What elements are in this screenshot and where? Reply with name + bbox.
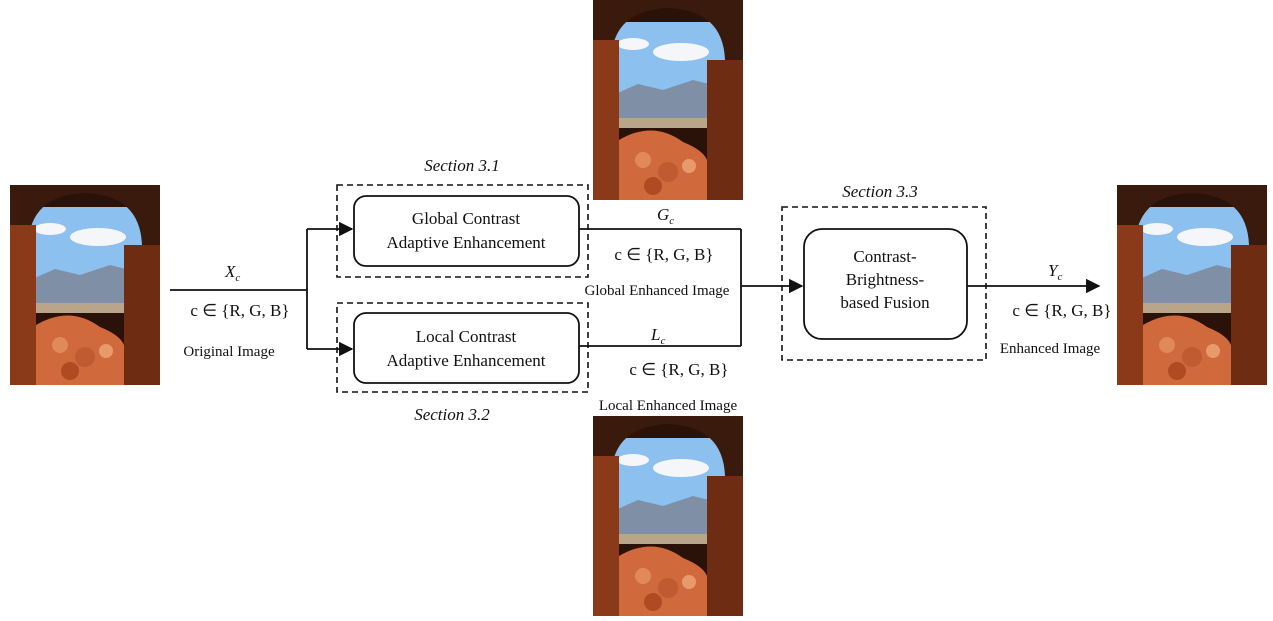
global-image-caption: Global Enhanced Image xyxy=(585,283,730,299)
global-signal-label: Gc xyxy=(657,205,674,227)
local-block-line-1: Local Contrast xyxy=(416,327,517,346)
global-enhanced-image-photo xyxy=(593,0,743,200)
section-3-1-label: Section 3.1 xyxy=(424,156,500,175)
fusion-block-line-1: Contrast- xyxy=(853,247,917,266)
original-image-caption: Original Image xyxy=(183,344,275,360)
global-block-line-1: Global Contrast xyxy=(412,209,520,228)
local-channel-set: c ∈ {R, G, B} xyxy=(629,360,728,379)
section-3-3-label: Section 3.3 xyxy=(842,182,918,201)
section-3-3-frame xyxy=(781,206,987,361)
local-enhanced-image-photo xyxy=(593,416,743,616)
section-3-2-frame xyxy=(336,302,589,393)
local-block-line-2: Adaptive Enhancement xyxy=(386,351,545,370)
global-block-line-2: Adaptive Enhancement xyxy=(386,233,545,252)
fusion-block-line-3: based Fusion xyxy=(840,293,930,312)
fusion-block-line-2: Brightness- xyxy=(846,270,925,289)
local-signal-label: Lc xyxy=(650,325,665,347)
input-channel-set: c ∈ {R, G, B} xyxy=(190,301,289,320)
global-channel-set: c ∈ {R, G, B} xyxy=(614,245,713,264)
fusion-block xyxy=(803,228,968,340)
original-image-photo xyxy=(10,185,160,385)
enhanced-image-photo xyxy=(1117,185,1267,385)
output-signal-label: Yc xyxy=(1048,261,1062,283)
section-3-2-label: Section 3.2 xyxy=(414,405,490,424)
input-signal-label: Xc xyxy=(224,262,240,284)
enhanced-image-caption: Enhanced Image xyxy=(1000,341,1101,357)
local-image-caption: Local Enhanced Image xyxy=(599,398,738,414)
local-enhancement-block xyxy=(353,312,580,384)
section-3-1-frame xyxy=(336,184,589,278)
global-enhancement-block xyxy=(353,195,580,267)
output-channel-set: c ∈ {R, G, B} xyxy=(1012,301,1111,320)
